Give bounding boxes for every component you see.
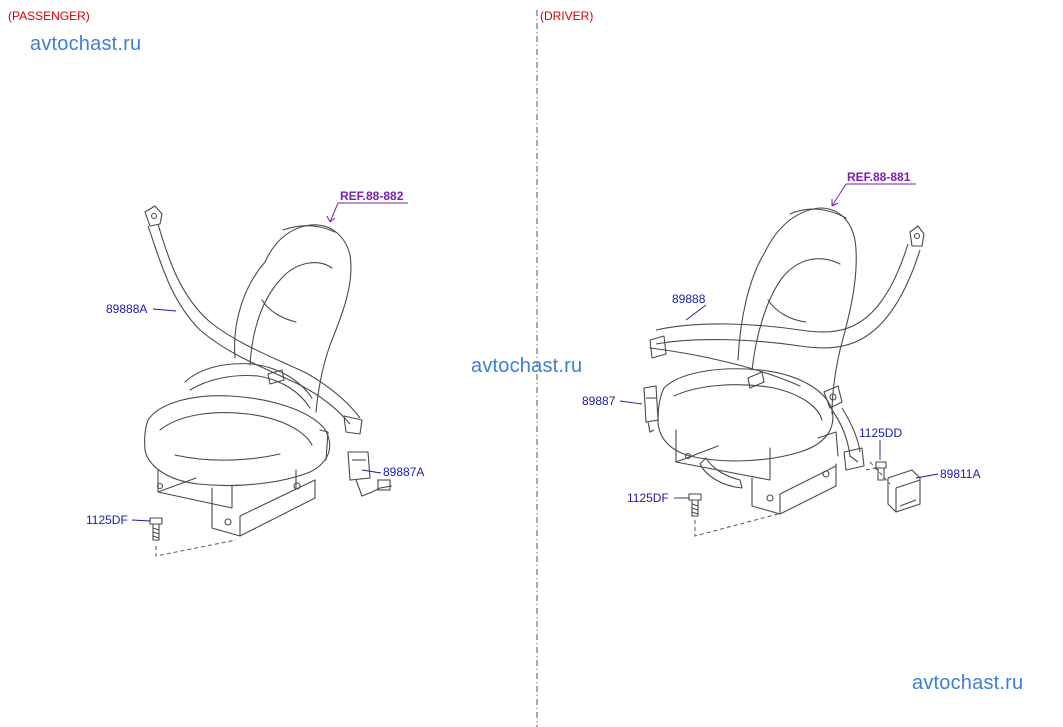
driver-buckle <box>643 385 659 433</box>
passenger-section-label: (PASSENGER) <box>8 9 90 23</box>
driver-bolt-left <box>688 493 702 517</box>
callout-passenger-buckle[interactable]: 89887A <box>383 465 425 479</box>
callout-driver-bolt-right[interactable]: 1125DD <box>859 426 903 440</box>
passenger-ref-label[interactable]: REF.88-882 <box>340 189 404 203</box>
driver-bolt-right <box>875 461 887 481</box>
driver-callout-lines <box>619 304 939 499</box>
callout-passenger-belt[interactable]: 89888A <box>106 302 148 316</box>
driver-seat <box>649 207 857 515</box>
driver-seat-belt <box>649 225 925 471</box>
driver-ref-line <box>831 183 916 207</box>
passenger-callout-lines <box>131 308 382 522</box>
watermark: avtochast.ru <box>30 33 142 55</box>
driver-section-label: (DRIVER) <box>540 9 594 23</box>
passenger-buckle <box>347 451 393 497</box>
callout-driver-belt[interactable]: 89888 <box>672 292 706 306</box>
passenger-seat <box>144 224 352 537</box>
watermark: avtochast.ru <box>912 672 1024 694</box>
callout-driver-buckle[interactable]: 89887 <box>582 394 616 408</box>
watermark: avtochast.ru <box>471 355 583 377</box>
callout-driver-bolt-left[interactable]: 1125DF <box>627 491 669 505</box>
callout-passenger-bolt[interactable]: 1125DF <box>86 513 128 527</box>
driver-bracket <box>887 469 921 513</box>
passenger-ref-line <box>326 202 408 223</box>
passenger-leaders <box>155 539 237 557</box>
callout-driver-bracket[interactable]: 89811A <box>940 467 981 481</box>
passenger-bolt <box>149 517 163 541</box>
driver-leaders <box>694 461 891 537</box>
driver-ref-label[interactable]: REF.88-881 <box>847 170 911 184</box>
passenger-seat-belt <box>144 205 363 435</box>
